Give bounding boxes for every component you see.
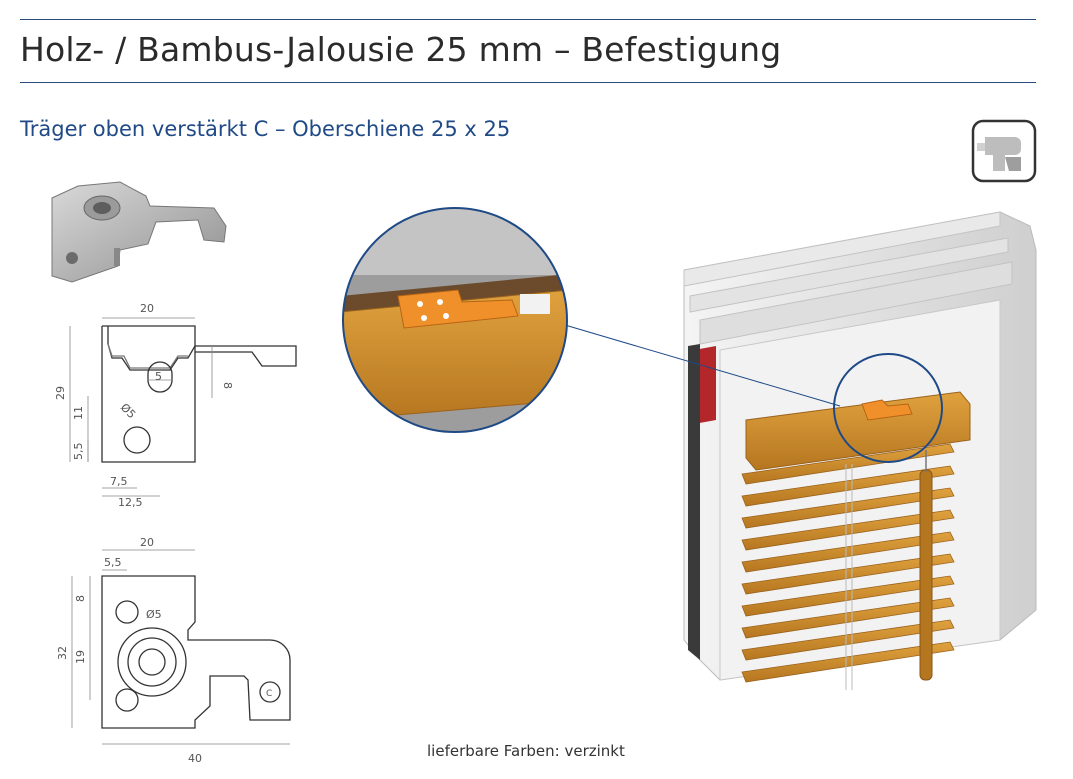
dim-side-width: 20 [140, 302, 154, 315]
dim-side-slot-height: 8 [221, 382, 234, 389]
blind-slats [741, 443, 955, 683]
dim-side-height: 29 [54, 386, 67, 400]
title-rule [20, 82, 1036, 83]
top-rule [20, 19, 1036, 20]
dim-side-offset-b: 12,5 [118, 496, 143, 509]
dim-top-height-mid: 19 [74, 650, 87, 664]
dim-side-low: 5,5 [72, 443, 85, 461]
dim-side-offset-a: 7,5 [110, 475, 128, 488]
drawing-side-labels: 20 29 11 5,5 5 8 Ø5 7,5 12,5 [54, 302, 234, 509]
tilt-wand [919, 450, 933, 681]
page-title: Holz- / Bambus-Jalousie 25 mm – Befestig… [20, 30, 782, 69]
dim-top-offset: 5,5 [104, 556, 122, 569]
bracket-3d [51, 181, 227, 283]
drawing-side-view [69, 317, 297, 497]
blind-cords [845, 464, 853, 690]
dim-top-hole: Ø5 [146, 608, 162, 621]
dim-top-width: 20 [140, 536, 154, 549]
dim-side-slot: 5 [155, 370, 162, 383]
drill-icon [971, 119, 1037, 183]
dim-top-height-top: 8 [74, 595, 87, 602]
dim-side-hole: Ø5 [118, 401, 138, 421]
available-colors: lieferbare Farben: verzinkt [427, 742, 625, 760]
dim-side-mid: 11 [72, 406, 85, 420]
blind-headrail [745, 391, 971, 471]
dim-top-length: 40 [188, 752, 202, 765]
drawing-top-labels: 20 5,5 32 8 19 Ø5 C 40 [56, 536, 272, 765]
dim-top-mark: C [266, 689, 272, 699]
page-subtitle: Träger oben verstärkt C – Oberschiene 25… [20, 117, 511, 141]
dim-top-height: 32 [56, 646, 69, 660]
drawing-top-view [71, 549, 291, 745]
